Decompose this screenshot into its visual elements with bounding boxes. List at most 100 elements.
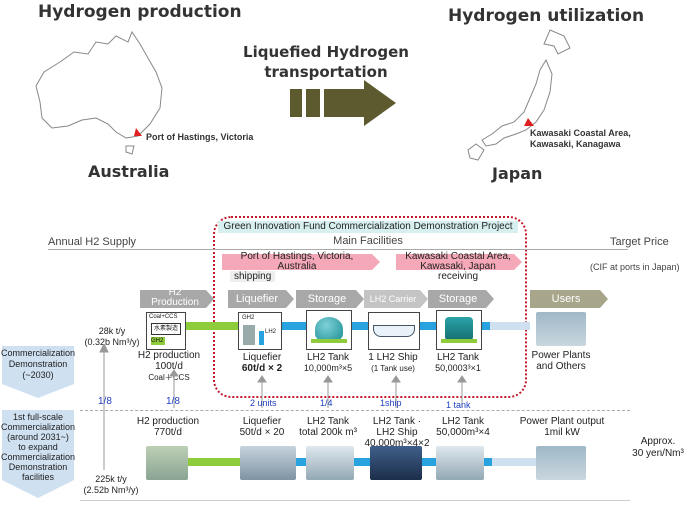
stage-storage2-shape <box>428 290 494 308</box>
ratio-production: 1/8 <box>166 396 180 407</box>
phase-full-line5: Commercialization <box>0 452 76 462</box>
h2-plant-jp-tag: 水素製造 <box>151 323 181 335</box>
demo-supply-line2: (0.32b Nm³/y) <box>84 337 140 347</box>
full-tank-image <box>306 446 354 480</box>
full-ship-image <box>370 446 422 480</box>
stage-production-shape <box>140 290 214 308</box>
demo-users-line2: and Others <box>536 361 586 372</box>
demo-tank2-line1: LH2 Tank <box>436 352 480 363</box>
ship-hull <box>373 325 415 337</box>
stage-users-shape <box>530 290 608 308</box>
stage-carrier-label: LH2 Carrier <box>369 294 417 304</box>
stage-liquefier-label: Liquefier <box>235 293 279 305</box>
full-ship-line3: 40,000m³×4×2 <box>364 438 430 449</box>
pipe-light <box>490 322 530 330</box>
full-ship: LH2 Tank · LH2 Ship 40,000m³×4×2 <box>360 416 434 449</box>
location-right-line2: Kawasaki, Japan <box>420 261 496 272</box>
full-liquefier-line2: 50t/d × 20 <box>239 427 285 438</box>
full-price: Approx. 30 yen/Nm³ <box>616 436 700 460</box>
phase-full-line6: Demonstration <box>8 462 68 472</box>
demo-production: H2 production 100t/d Coal＋CCS <box>136 350 202 383</box>
lh2-tank-icon <box>306 310 352 350</box>
pink-band-left <box>222 254 380 270</box>
phase-full-line2: Commercialization <box>0 422 76 432</box>
full-tank2-line2: 50,000m³×4 <box>436 427 490 438</box>
demo-users: Power Plants and Others <box>526 350 596 372</box>
full-users-line2: 1mil kW <box>544 427 580 438</box>
full-pipe-light <box>492 458 536 466</box>
liquefier-pipe <box>259 331 264 345</box>
pink-band-right <box>396 254 522 270</box>
full-ship-line1: LH2 Tank · <box>372 416 422 427</box>
full-tank2-image <box>436 446 484 480</box>
header-divider <box>48 249 628 250</box>
stage-chevrons <box>140 290 608 308</box>
ratio-ship: 1ship <box>380 398 402 408</box>
demo-tank1-line2: 10,000m³×5 <box>303 363 353 373</box>
phase-demo-label: Commercialization Demonstration (~2030) <box>0 348 76 381</box>
demo-liquefier: Liquefier 60t/d × 2 <box>234 352 290 374</box>
place-right-label: Kawasaki Coastal Area, Kawasaki, Kanagaw… <box>530 128 631 150</box>
target-price-label: Target Price <box>610 236 669 248</box>
transport-title: Liquefied Hydrogen transportation <box>236 42 416 82</box>
main-facilities-label: Main Facilities <box>333 235 403 247</box>
pipe-green <box>178 322 238 330</box>
full-price-line2: 30 yen/Nm³ <box>632 448 684 459</box>
transport-title-line2: transportation <box>264 63 388 81</box>
full-tank1-line1: LH2 Tank <box>306 416 350 427</box>
demo-supply-line1: 28k t/y <box>98 326 126 336</box>
phase-full-line7: facilities <box>21 472 54 482</box>
full-h2-plant-image <box>146 446 188 480</box>
demo-production-line3: Coal＋CCS <box>148 373 190 382</box>
transport-arrow-icon <box>290 80 396 126</box>
bottom-divider <box>80 500 630 501</box>
full-supply-line2: (2.52b Nm³/y) <box>83 485 139 495</box>
coal-ccs-tag: Coal+CCS <box>149 314 178 320</box>
demo-tank2: LH2 Tank 50,0003³×1 <box>426 352 490 374</box>
full-supply: 225k t/y (2.52b Nm³/y) <box>80 474 142 496</box>
shipping-label: shipping <box>230 271 276 282</box>
phase-full-shape <box>2 410 74 498</box>
tank2-body <box>445 317 473 341</box>
stage-production-line2: Production <box>151 297 199 308</box>
liquefier-lh2-tag: LH2 <box>265 329 277 335</box>
liquefier-unit <box>243 325 255 345</box>
full-power-plant-image <box>536 446 586 480</box>
phase-divider <box>80 410 630 411</box>
demo-supply: 28k t/y (0.32b Nm³/y) <box>82 326 142 348</box>
place-right-line2: Kawasaki, Kanagawa <box>530 139 621 149</box>
demo-production-line2: 100t/d <box>155 361 183 372</box>
country-right: Japan <box>492 164 543 183</box>
location-marker-icon <box>134 128 142 136</box>
phase-demo-line1: Commercialization <box>0 348 76 358</box>
location-left-line2: Australia <box>277 261 317 272</box>
demo-liquefier-line2: 60t/d × 2 <box>241 363 283 374</box>
phase-demo-line3: (~2030) <box>22 370 54 380</box>
location-right: Kawasaki Coastal Area, Kawasaki, Japan r… <box>398 252 518 282</box>
full-liquefier-image <box>240 446 296 480</box>
full-tank1-line2: total 200k m³ <box>299 427 357 438</box>
gh2-tag: GH2 <box>151 337 165 345</box>
target-price-note: (CIF at ports in Japan) <box>590 262 680 272</box>
phase-full-line3: (around 2031~) <box>7 432 69 442</box>
power-plant-image <box>536 312 586 346</box>
location-left-line1: Port of Hastings, Victoria, <box>240 251 354 262</box>
full-production-line1: H2 production <box>136 416 200 427</box>
full-tank2-line1: LH2 Tank <box>441 416 485 427</box>
h2-plant-icon: Coal+CCS 水素製造 GH2 <box>146 312 186 350</box>
stage-production-label: H2 Production <box>140 288 210 308</box>
liquefier-gh2-tag: GH2 <box>242 315 255 321</box>
demo-users-line1: Power Plants <box>531 350 591 361</box>
full-supply-line1: 225k t/y <box>95 474 127 484</box>
project-title: Green Innovation Fund Commercialization … <box>218 221 518 233</box>
full-users: Power Plant output 1mil kW <box>510 416 614 438</box>
lh2-tank2-icon <box>436 310 482 350</box>
phase-full-line4: to expand <box>18 442 58 452</box>
stage-storage2-label: Storage <box>438 293 478 305</box>
ratio-tank1: 1/4 <box>320 398 333 408</box>
demo-tank2-line2: 50,0003³×1 <box>435 363 481 373</box>
phase-full-line1: 1st full-scale <box>12 412 64 422</box>
ratio-tank2: 1 tank <box>446 400 471 410</box>
place-right-line1: Kawasaki Coastal Area, <box>530 128 631 138</box>
ratio-supply: 1/8 <box>98 396 112 407</box>
